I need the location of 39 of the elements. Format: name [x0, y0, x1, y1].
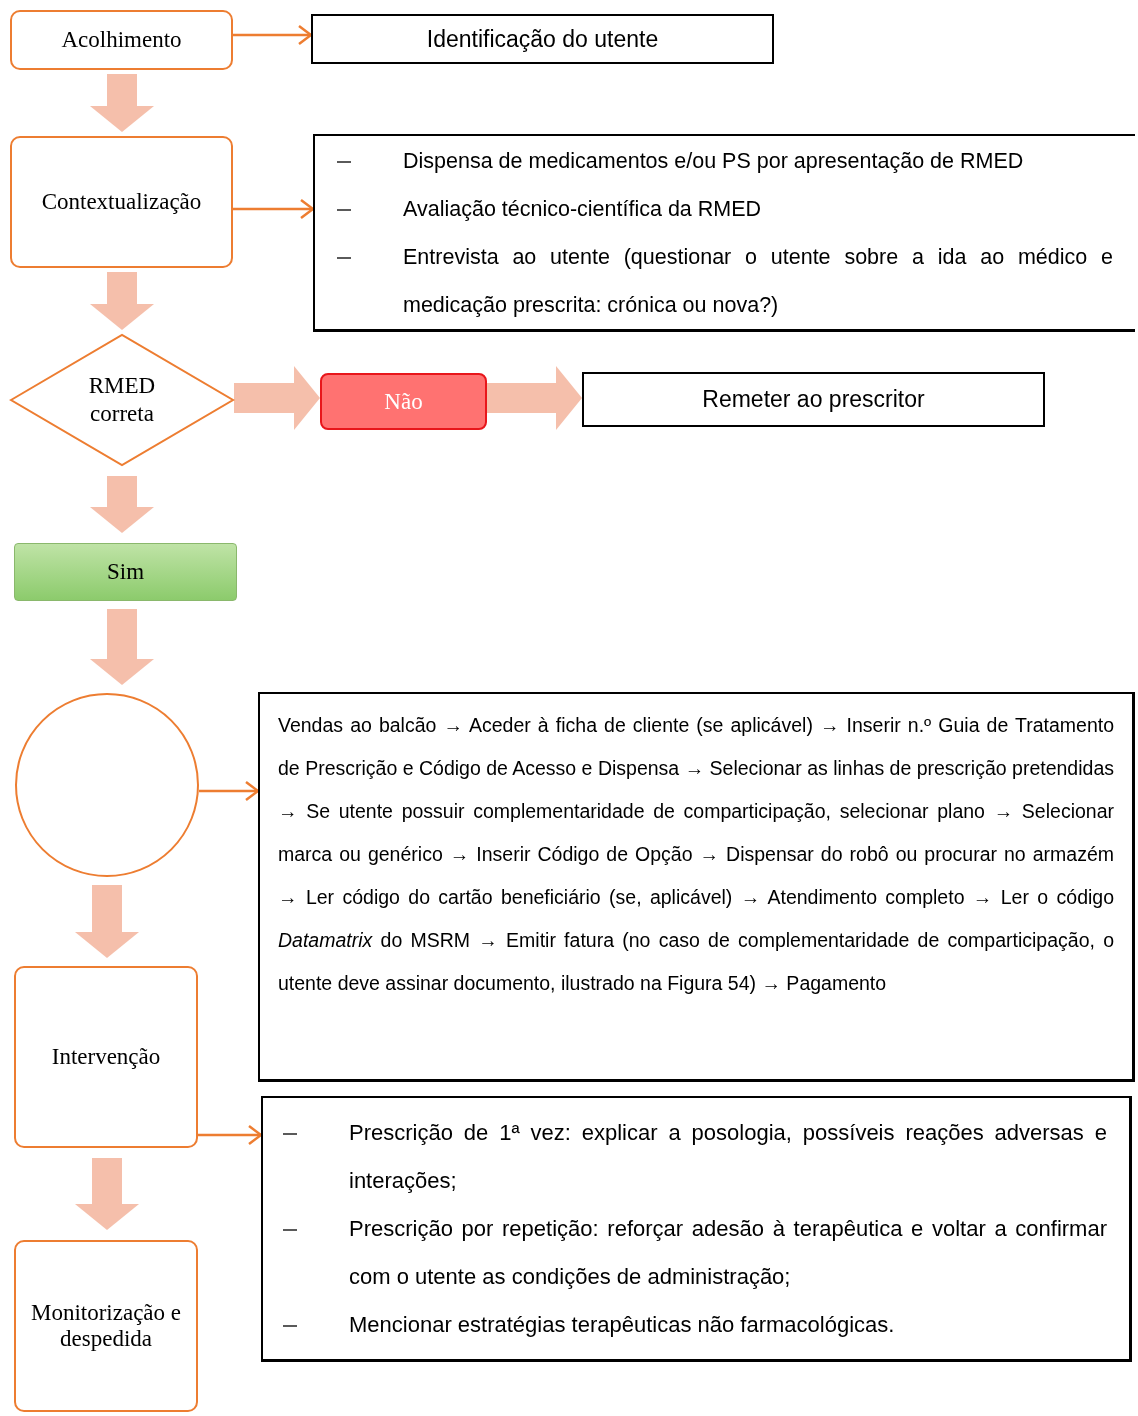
arrow	[198, 1124, 263, 1146]
text-box	[311, 14, 774, 64]
list-item: Mencionar estratégias terapêuticas não farmacológicas.	[349, 1310, 896, 1339]
box-label: Sim	[106, 559, 145, 585]
box-label: Contextualização	[40, 189, 203, 215]
block-arrow	[90, 476, 154, 533]
process-box	[14, 966, 198, 1148]
list-item: Avaliação técnico-científica da RMED	[403, 195, 763, 223]
list-item: Prescrição por repetição: reforçar adesão à terapêutica e voltar a confirmar com o utente as condições de administração;	[349, 1214, 1107, 1291]
box-label: Intervenção	[50, 1044, 162, 1070]
list-item: Entrevista ao utente (questionar o utente sobre a ida ao médico e medicação prescrita: crónica ou nova?)	[403, 243, 1113, 319]
list-item: Dispensa de medicamentos e/ou PS por apresentação de RMED	[403, 147, 1025, 175]
box-label: Identificação do utente	[426, 25, 659, 53]
box-label: Acolhimento	[60, 27, 183, 53]
decision-label: RMED correta	[87, 372, 157, 428]
box-label: Não	[384, 388, 423, 415]
block-arrow	[90, 74, 154, 132]
block-arrow	[234, 366, 320, 430]
box-label: Remeter ao prescritor	[702, 386, 925, 413]
list-item: Prescrição de 1ª vez: explicar a posologia, possíveis reações adversas e interações;	[349, 1118, 1107, 1195]
list-box	[313, 134, 1135, 332]
process-box	[10, 136, 233, 268]
box-label: Monitorização e despedida	[29, 1300, 183, 1352]
text-box	[582, 372, 1045, 427]
block-arrow	[487, 366, 582, 430]
process-box	[14, 1240, 198, 1412]
block-arrow	[90, 609, 154, 685]
process-box	[10, 10, 233, 70]
paragraph: Vendas ao balcão → Aceder à ficha de cliente (se aplicável) → Inserir n.º Guia de Tratamento de Prescrição e Código de Acesso e Dispensa → Selecionar as linhas de prescrição pretendidas → Se utente possuir complementaridade de comparticipação, selecionar plano → Selecionar marca ou genérico → Inserir Código de Opção → Dispensar do robô ou procurar no armazém → Ler código do cartão beneficiário (se, aplicável) → Atendimento completo → Ler o código Datamatrix do MSRM → Emitir fatura (no caso de complementaridade de comparticipação, o utente deve assinar documento, ilustrado na Figura 54) → Pagamento	[278, 713, 1114, 996]
arrow	[199, 780, 260, 802]
block-arrow	[90, 272, 154, 330]
arrow	[233, 24, 313, 46]
answer-no-box	[320, 373, 487, 430]
text-box	[258, 692, 1135, 1082]
answer-yes-box	[14, 543, 237, 601]
arrow	[233, 198, 315, 220]
block-arrow	[75, 1158, 139, 1230]
block-arrow	[75, 885, 139, 958]
list-box	[261, 1096, 1132, 1362]
